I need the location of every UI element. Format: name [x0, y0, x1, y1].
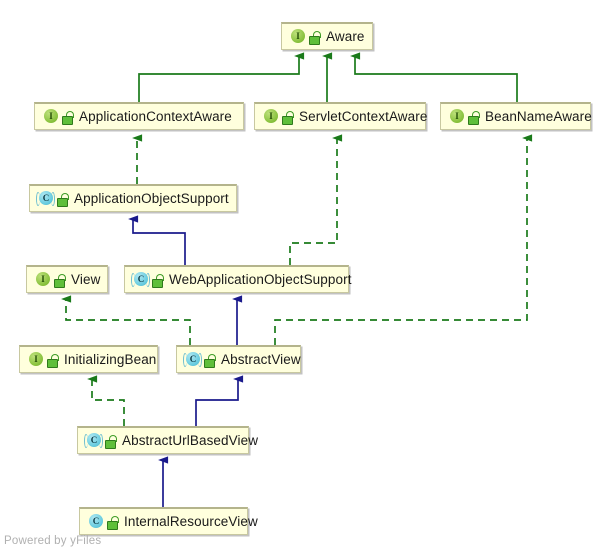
uml-edge-abstract-view-to-bean-name-aware	[274, 134, 533, 345]
uml-node-label: Aware	[326, 28, 365, 44]
uml-edge-application-context-aware-to-aware	[138, 52, 305, 102]
uml-node-label: AbstractUrlBasedView	[122, 432, 259, 448]
lock-icon	[282, 110, 294, 125]
uml-node-label: View	[71, 271, 101, 287]
interface-icon: I	[27, 351, 44, 368]
lock-icon	[152, 273, 164, 288]
lock-icon	[204, 353, 216, 368]
interface-icon: I	[289, 28, 306, 45]
uml-node-abstract-url-based-view[interactable]: C AbstractUrlBasedView	[77, 426, 258, 454]
uml-edge-web-application-object-support-to-servlet-context-aware	[289, 134, 343, 265]
uml-node-web-application-object-support[interactable]: C WebApplicationObjectSupport	[124, 265, 352, 293]
uml-edge-bean-name-aware-to-aware	[350, 52, 518, 102]
lock-icon	[468, 110, 480, 125]
interface-icon: I	[42, 108, 59, 125]
uml-node-label: InternalResourceView	[124, 513, 258, 529]
uml-node-label: AbstractView	[221, 351, 301, 367]
lock-icon	[105, 434, 117, 449]
uml-edge-abstract-url-based-view-to-initializing-bean	[87, 375, 125, 426]
uml-node-label: BeanNameAware	[485, 108, 592, 124]
uml-node-label: InitializingBean	[64, 351, 157, 367]
class-icon: C	[87, 513, 104, 530]
uml-node-bean-name-aware[interactable]: I BeanNameAware	[440, 102, 592, 130]
uml-node-abstract-view[interactable]: C AbstractView	[176, 345, 301, 373]
uml-node-internal-resource-view[interactable]: C InternalResourceView	[79, 507, 258, 535]
lock-icon	[62, 110, 74, 125]
uml-node-label: ApplicationContextAware	[79, 108, 232, 124]
uml-node-aware[interactable]: I Aware	[281, 22, 373, 50]
lock-icon	[57, 192, 69, 207]
uml-edge-abstract-view-to-view	[61, 295, 191, 345]
uml-node-application-context-aware[interactable]: I ApplicationContextAware	[34, 102, 244, 130]
uml-node-initializing-bean[interactable]: I InitializingBean	[19, 345, 158, 373]
uml-node-application-object-support[interactable]: C ApplicationObjectSupport	[29, 184, 237, 212]
uml-node-view[interactable]: I View	[26, 265, 108, 293]
lock-icon	[107, 515, 119, 530]
interface-icon: I	[34, 271, 51, 288]
uml-node-label: ApplicationObjectSupport	[74, 190, 229, 206]
lock-icon	[54, 273, 66, 288]
uml-edge-web-application-object-support-to-application-object-support	[128, 215, 186, 265]
uml-edge-abstract-url-based-view-to-abstract-view	[195, 375, 244, 426]
interface-icon: I	[262, 108, 279, 125]
lock-icon	[309, 30, 321, 45]
watermark-label: Powered by yFiles	[4, 535, 102, 547]
uml-node-label: WebApplicationObjectSupport	[169, 271, 352, 287]
class-icon: C	[36, 190, 55, 207]
class-icon: C	[131, 271, 150, 288]
lock-icon	[47, 353, 59, 368]
uml-node-label: ServletContextAware	[299, 108, 428, 124]
class-icon: C	[183, 351, 202, 368]
class-icon: C	[84, 432, 103, 449]
interface-icon: I	[448, 108, 465, 125]
uml-node-servlet-context-aware[interactable]: I ServletContextAware	[254, 102, 428, 130]
